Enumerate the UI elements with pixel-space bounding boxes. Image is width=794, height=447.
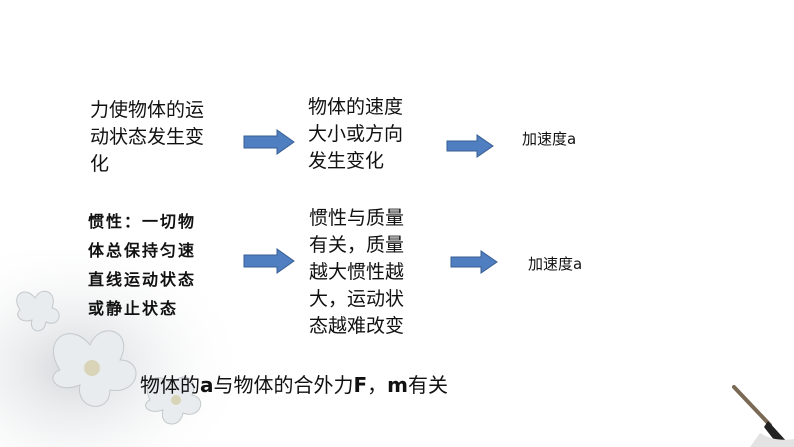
conclusion-F: F bbox=[353, 373, 368, 397]
conclusion-part4: 有关 bbox=[408, 373, 449, 397]
row2-result-text: 加速度a bbox=[528, 255, 583, 273]
right-arrow-icon bbox=[243, 248, 295, 274]
row1-cause-text: 力使物体的运 动状态发生变 化 bbox=[90, 99, 205, 175]
conclusion-part2: 与物体的合外力 bbox=[213, 373, 354, 397]
conclusion-part3: ， bbox=[367, 373, 388, 397]
right-arrow-icon bbox=[243, 129, 295, 155]
conclusion-a: a bbox=[200, 373, 214, 397]
right-arrow-icon bbox=[450, 250, 498, 274]
row1-middle-text: 物体的速度 大小或方向 发生变化 bbox=[308, 96, 404, 172]
row2-middle-text: 惯性与质量 有关，质量 越大惯性越 大，运动状 态越难改变 bbox=[309, 207, 405, 337]
conclusion-text: 物体的a与物体的合外力F，m有关 bbox=[140, 369, 448, 398]
conclusion-part1: 物体的 bbox=[140, 373, 200, 397]
right-arrow-icon bbox=[446, 134, 494, 158]
conclusion-m: m bbox=[387, 373, 409, 397]
brush-decoration bbox=[732, 385, 794, 447]
flower-decoration bbox=[0, 250, 250, 447]
row1-result-text: 加速度a bbox=[522, 130, 577, 148]
row2-cause-text: 惯性：一切物 体总保持匀速 直线运动状态 或静止状态 bbox=[88, 212, 197, 318]
